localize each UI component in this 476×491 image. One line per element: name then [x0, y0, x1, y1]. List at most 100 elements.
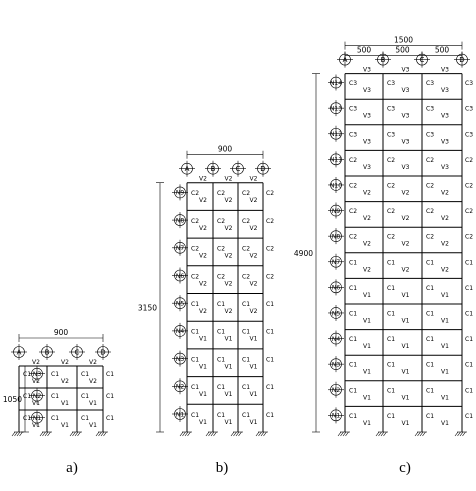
beam-label: V2 — [199, 225, 207, 232]
column-label: C3 — [387, 80, 395, 87]
axis-label: A — [17, 349, 22, 357]
frame-caption: a) — [66, 460, 78, 476]
column-label: C1 — [242, 412, 250, 419]
support-hatch — [375, 431, 380, 437]
support-hatch — [263, 431, 267, 437]
support-hatch — [103, 431, 107, 437]
column-label: C1 — [426, 259, 434, 266]
axis-label: D — [459, 56, 464, 64]
column-label: C1 — [266, 356, 274, 363]
column-label: C1 — [106, 393, 114, 400]
beam-label: V1 — [441, 343, 449, 350]
beam-label: V2 — [250, 225, 258, 232]
column-label: C2 — [387, 234, 395, 241]
beam-label: V2 — [250, 197, 258, 204]
beam-label: V2 — [225, 308, 233, 315]
floor-node-label: N1 — [332, 413, 340, 420]
column-label: C1 — [465, 362, 473, 369]
column-label: C1 — [349, 413, 357, 420]
support-hatch — [345, 431, 349, 437]
support-hatch — [208, 431, 212, 437]
column-label: C2 — [465, 157, 473, 164]
column-label: C1 — [106, 371, 114, 378]
floor-node-label: N3 — [332, 361, 340, 368]
column-label: C1 — [242, 356, 250, 363]
support-hatch — [383, 431, 387, 437]
beam-label: V1 — [402, 292, 410, 299]
beam-label: V1 — [250, 419, 258, 426]
frame-c: C1V1C1V1C1V1C1C1V1C1V1C1V1C1C1V1C1V1C1V1… — [294, 36, 473, 476]
beam-label: V2 — [250, 280, 258, 287]
support-hatch — [260, 431, 265, 437]
beam-label: V2 — [363, 215, 371, 222]
height-dimension-label: 4900 — [294, 249, 313, 258]
support-hatch — [414, 431, 419, 437]
support-hatch — [210, 431, 215, 437]
column-label: C1 — [81, 393, 89, 400]
support-hatch — [380, 431, 385, 437]
column-label: C1 — [349, 285, 357, 292]
column-label: C2 — [217, 273, 225, 280]
column-label: C2 — [191, 273, 199, 280]
column-label: C3 — [426, 131, 434, 138]
axis-label: A — [185, 165, 190, 173]
column-label: C1 — [349, 387, 357, 394]
support-hatch — [95, 431, 100, 437]
column-label: C1 — [242, 384, 250, 391]
column-label: C1 — [266, 412, 274, 419]
beam-label: V1 — [225, 336, 233, 343]
column-label: C2 — [242, 246, 250, 253]
height-dimension-label: 3150 — [138, 303, 157, 312]
floor-node-label: N12 — [330, 131, 342, 138]
column-label: C1 — [23, 415, 31, 422]
column-label: C1 — [217, 384, 225, 391]
support-hatch — [205, 431, 210, 437]
beam-label: V2 — [199, 253, 207, 260]
column-label: C1 — [191, 301, 199, 308]
support-hatch — [462, 431, 466, 437]
beam-label: V3 — [441, 164, 449, 171]
column-label: C1 — [387, 259, 395, 266]
column-label: C1 — [51, 371, 59, 378]
column-label: C1 — [51, 415, 59, 422]
support-hatch — [11, 431, 16, 437]
column-label: C2 — [349, 157, 357, 164]
beam-label: V2 — [32, 378, 40, 385]
beam-label: V2 — [199, 280, 207, 287]
column-label: C1 — [465, 285, 473, 292]
column-label: C1 — [349, 336, 357, 343]
column-label: C1 — [387, 387, 395, 394]
axis-label: C — [236, 165, 241, 173]
column-label: C2 — [387, 208, 395, 215]
column-label: C3 — [426, 80, 434, 87]
column-label: C2 — [465, 234, 473, 241]
column-label: C2 — [191, 190, 199, 197]
beam-label: V1 — [250, 363, 258, 370]
beam-label: V1 — [441, 369, 449, 376]
beam-label: V1 — [89, 400, 97, 407]
column-label: C3 — [349, 131, 357, 138]
column-label: C1 — [81, 415, 89, 422]
column-label: C3 — [387, 131, 395, 138]
column-label: C3 — [349, 106, 357, 113]
beam-label: V1 — [225, 363, 233, 370]
beam-label: V3 — [441, 67, 449, 74]
beam-label: V3 — [363, 164, 371, 171]
support-hatch — [235, 431, 240, 437]
floor-node-label: N5 — [176, 300, 184, 307]
beam-label: V2 — [363, 190, 371, 197]
column-label: C1 — [217, 412, 225, 419]
beam-label: V3 — [402, 67, 410, 74]
beam-label: V3 — [363, 113, 371, 120]
column-label: C3 — [349, 80, 357, 87]
beam-label: V2 — [402, 266, 410, 273]
beam-label: V3 — [363, 138, 371, 145]
support-hatch — [457, 431, 461, 437]
beam-label: V2 — [225, 280, 233, 287]
beam-label: V1 — [199, 419, 207, 426]
column-label: C2 — [266, 246, 274, 253]
beam-label: V3 — [402, 87, 410, 94]
beam-label: V3 — [441, 113, 449, 120]
column-label: C2 — [217, 218, 225, 225]
